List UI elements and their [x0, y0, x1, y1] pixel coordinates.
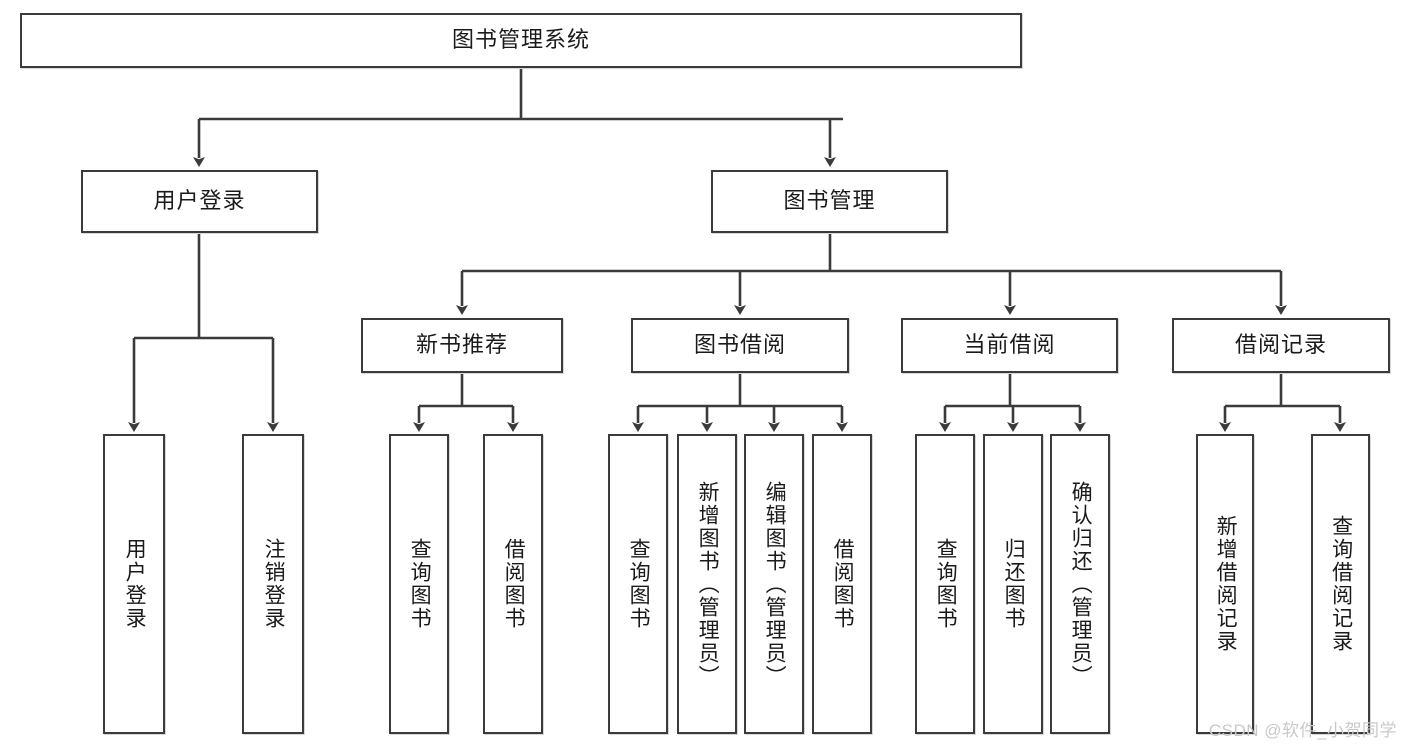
node-leaf-br-add-record[interactable]: 新增借阅记录: [1196, 434, 1254, 734]
node-leaf-br-add-record-label: 新增借阅记录: [1214, 515, 1238, 653]
node-leaf-user-logout[interactable]: 注销登录: [242, 434, 304, 734]
node-leaf-rec-query-book[interactable]: 查询图书: [389, 434, 449, 734]
node-leaf-bb-query-book[interactable]: 查询图书: [608, 434, 668, 734]
node-leaf-cb-query-book[interactable]: 查询图书: [915, 434, 975, 734]
node-leaf-cb-confirm-return-label: 确认归还（管理员）: [1069, 480, 1093, 688]
node-current-borrow-label: 当前借阅: [963, 332, 1056, 358]
node-leaf-cb-query-book-label: 查询图书: [934, 538, 958, 630]
node-leaf-user-logout-label: 注销登录: [262, 538, 286, 630]
node-leaf-bb-edit-book-label: 编辑图书（管理员）: [763, 480, 787, 688]
node-borrow-record[interactable]: 借阅记录: [1172, 318, 1390, 373]
edge-borrowrecord-to-leaves: [1219, 373, 1346, 432]
node-user-login-label: 用户登录: [153, 188, 246, 214]
node-book-manage[interactable]: 图书管理: [711, 170, 948, 233]
node-leaf-cb-return-book-label: 归还图书: [1002, 538, 1026, 630]
edge-newbookrec-to-leaves: [413, 373, 519, 432]
edge-currentborrow-to-leaves: [939, 373, 1086, 432]
node-book-manage-label: 图书管理: [783, 188, 876, 214]
node-leaf-br-query-record-label: 查询借阅记录: [1329, 515, 1353, 653]
node-leaf-cb-return-book[interactable]: 归还图书: [983, 434, 1043, 734]
node-borrow-record-label: 借阅记录: [1234, 332, 1327, 358]
node-leaf-br-query-record[interactable]: 查询借阅记录: [1311, 434, 1370, 734]
edge-root-to-level2: [193, 68, 843, 167]
node-leaf-bb-add-book-label: 新增图书（管理员）: [696, 480, 720, 688]
node-current-borrow[interactable]: 当前借阅: [901, 318, 1118, 373]
node-leaf-bb-add-book[interactable]: 新增图书（管理员）: [677, 434, 737, 734]
node-leaf-user-login[interactable]: 用户登录: [103, 434, 165, 734]
node-user-login[interactable]: 用户登录: [81, 170, 318, 233]
node-book-borrow[interactable]: 图书借阅: [631, 318, 849, 373]
node-root[interactable]: 图书管理系统: [20, 13, 1022, 68]
node-leaf-bb-borrow-book-label: 借阅图书: [831, 538, 855, 630]
edge-userlogin-to-leaves: [128, 233, 279, 432]
node-leaf-rec-borrow-book[interactable]: 借阅图书: [483, 434, 543, 734]
node-root-label: 图书管理系统: [451, 27, 590, 53]
node-book-borrow-label: 图书借阅: [693, 332, 786, 358]
node-leaf-cb-confirm-return[interactable]: 确认归还（管理员）: [1050, 434, 1110, 734]
edge-bookmanage-to-level3: [456, 233, 1287, 315]
node-leaf-rec-borrow-book-label: 借阅图书: [502, 538, 526, 630]
node-leaf-bb-borrow-book[interactable]: 借阅图书: [812, 434, 872, 734]
node-leaf-bb-edit-book[interactable]: 编辑图书（管理员）: [744, 434, 804, 734]
edge-bookborrow-to-leaves: [632, 373, 848, 432]
node-new-book-rec-label: 新书推荐: [415, 332, 508, 358]
node-new-book-rec[interactable]: 新书推荐: [361, 318, 563, 373]
node-leaf-user-login-label: 用户登录: [123, 538, 147, 630]
node-leaf-bb-query-book-label: 查询图书: [627, 538, 651, 630]
node-leaf-rec-query-book-label: 查询图书: [408, 538, 432, 630]
csdn-watermark: CSDN @软件_小贺同学: [1208, 721, 1397, 740]
